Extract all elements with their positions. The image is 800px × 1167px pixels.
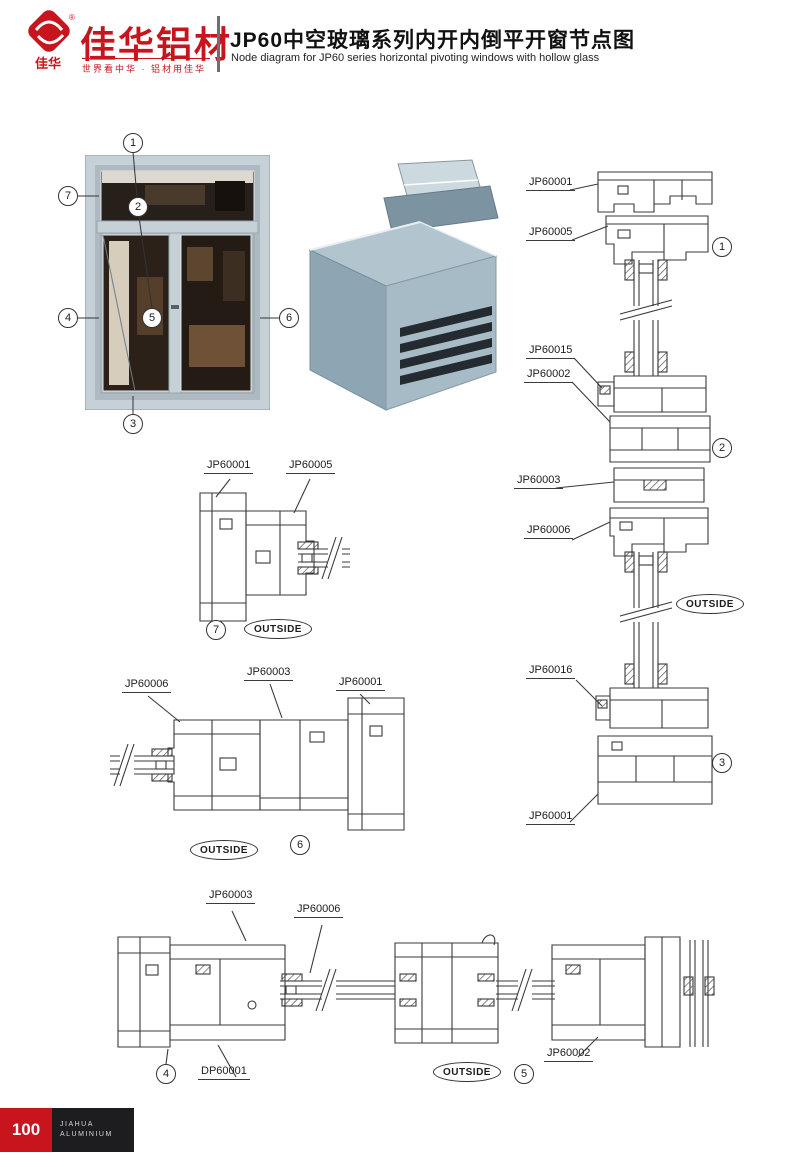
photo-callout-4: 4	[58, 308, 78, 328]
section-callout-6: 6	[290, 835, 310, 855]
part-label: JP60003	[244, 666, 294, 681]
photo-callout-1: 1	[123, 133, 143, 153]
section-callout-1: 1	[712, 237, 732, 257]
part-label: JP60005	[526, 226, 576, 241]
horizontal-section-diagram: JP60003 JP60006 DP60001 JP60002 4 5 OUTS…	[100, 885, 725, 1095]
part-label: JP60001	[526, 176, 576, 191]
photo-callout-5: 5	[142, 308, 162, 328]
part-label: JP60015	[526, 344, 576, 359]
page-subtitle-en: Node diagram for JP60 series horizontal …	[231, 52, 600, 64]
vertical-section-drawing	[555, 171, 713, 823]
detail-node-6: JP60006 JP60003 JP60001 OUTSIDE 6	[108, 662, 413, 867]
part-label: DP60001	[198, 1065, 250, 1080]
part-label: JP60006	[524, 524, 574, 539]
page-title: JP60中空玻璃系列内开内倒平开窗节点图	[230, 29, 636, 52]
part-label: JP60002	[524, 368, 574, 383]
part-label: JP60001	[204, 459, 254, 474]
photo-callout-3: 3	[123, 414, 143, 434]
profile-3d-render	[308, 159, 499, 411]
footer-brand-top: JIAHUA	[60, 1120, 94, 1128]
part-label: JP60002	[544, 1047, 594, 1062]
footer-brand-bottom: ALUMINIUM	[60, 1131, 113, 1138]
part-label: JP60006	[122, 678, 172, 693]
section-callout-3: 3	[712, 753, 732, 773]
part-label: JP60005	[286, 459, 336, 474]
part-label: JP60001	[526, 810, 576, 825]
outside-badge: OUTSIDE	[676, 594, 744, 614]
photo-callout-6: 6	[279, 308, 299, 328]
outside-badge: OUTSIDE	[190, 840, 258, 860]
photo-callout-7: 7	[58, 186, 78, 206]
detail-node-7: JP60001 JP60005 7 OUTSIDE	[180, 455, 355, 650]
logo-registered-mark: ®	[69, 13, 75, 22]
footer-brand: JIAHUA ALUMINIUM	[52, 1108, 134, 1152]
window-photo	[85, 155, 270, 410]
jiahua-logo-icon: 佳华 ®	[28, 10, 75, 71]
detail-6-drawing	[110, 683, 405, 831]
part-label: JP60006	[294, 903, 344, 918]
part-label: JP60016	[526, 664, 576, 679]
part-label: JP60003	[206, 889, 256, 904]
header: 佳华 ® 佳华铝材 世界看中华 · 铝材用佳华 JP60中空玻璃系列内开内倒平开…	[0, 0, 800, 92]
brand-tagline: 世界看中华 · 铝材用佳华	[82, 64, 206, 74]
part-label: JP60001	[336, 676, 386, 691]
detail-7-drawing	[199, 478, 350, 622]
section-callout-5: 5	[514, 1064, 534, 1084]
brand-rule	[82, 58, 210, 59]
outside-badge: OUTSIDE	[244, 619, 312, 639]
footer-page-number: 100	[0, 1108, 52, 1152]
vertical-section-diagram: JP60001 JP60005 JP60015 JP60002 JP60003 …	[512, 160, 792, 860]
brand-text: 佳华铝材	[80, 24, 233, 65]
header-divider	[217, 16, 220, 72]
section-callout-7: 7	[206, 620, 226, 640]
part-label: JP60003	[514, 474, 564, 489]
photo-callout-2: 2	[128, 197, 148, 217]
logo-cn-text: 佳华	[35, 56, 61, 71]
section-callout-4: 4	[156, 1064, 176, 1084]
horizontal-section-drawing	[117, 910, 715, 1078]
section-callout-2: 2	[712, 438, 732, 458]
outside-badge: OUTSIDE	[433, 1062, 501, 1082]
